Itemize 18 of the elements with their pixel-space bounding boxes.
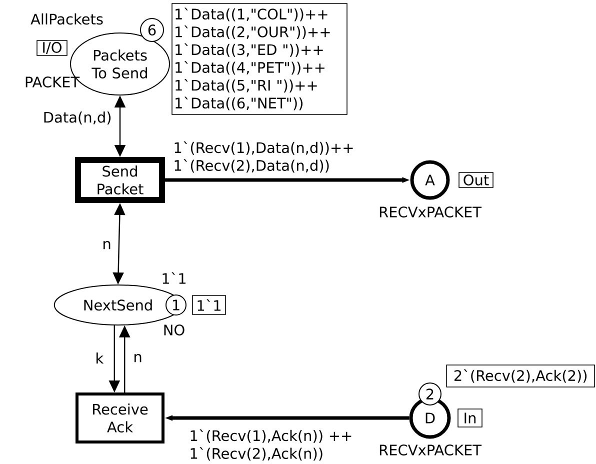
type-label: NO <box>164 324 184 336</box>
port-tag: In <box>458 408 482 428</box>
edge-label: k <box>96 352 104 364</box>
type-label: RECVxPACKET <box>380 444 482 456</box>
marking-box: 2`(Recv(2),Ack(2)) <box>446 364 595 388</box>
edge-label: Data(n,d) <box>44 112 111 124</box>
transition-box: Receive Ack <box>76 392 164 444</box>
edge-label: n <box>104 240 110 250</box>
type-label: RECVxPACKET <box>380 206 482 218</box>
edge-label: n <box>134 354 142 362</box>
edge-label: 1`(Recv(1),Data(n,d))++ 1`(Recv(2),Data(n,d)) <box>174 141 353 173</box>
marking-label: 1`1 <box>162 272 186 284</box>
marking-box: 1`1 <box>192 295 226 315</box>
port-tag: I/O <box>36 40 68 56</box>
port-tag: Out <box>458 172 494 188</box>
transition-box: Send Packet <box>75 157 165 203</box>
edge-label: 1`(Recv(1),Ack(n)) ++ 1`(Recv(2),Ack(n)) <box>190 429 352 461</box>
marking-label: AllPackets <box>30 13 103 25</box>
